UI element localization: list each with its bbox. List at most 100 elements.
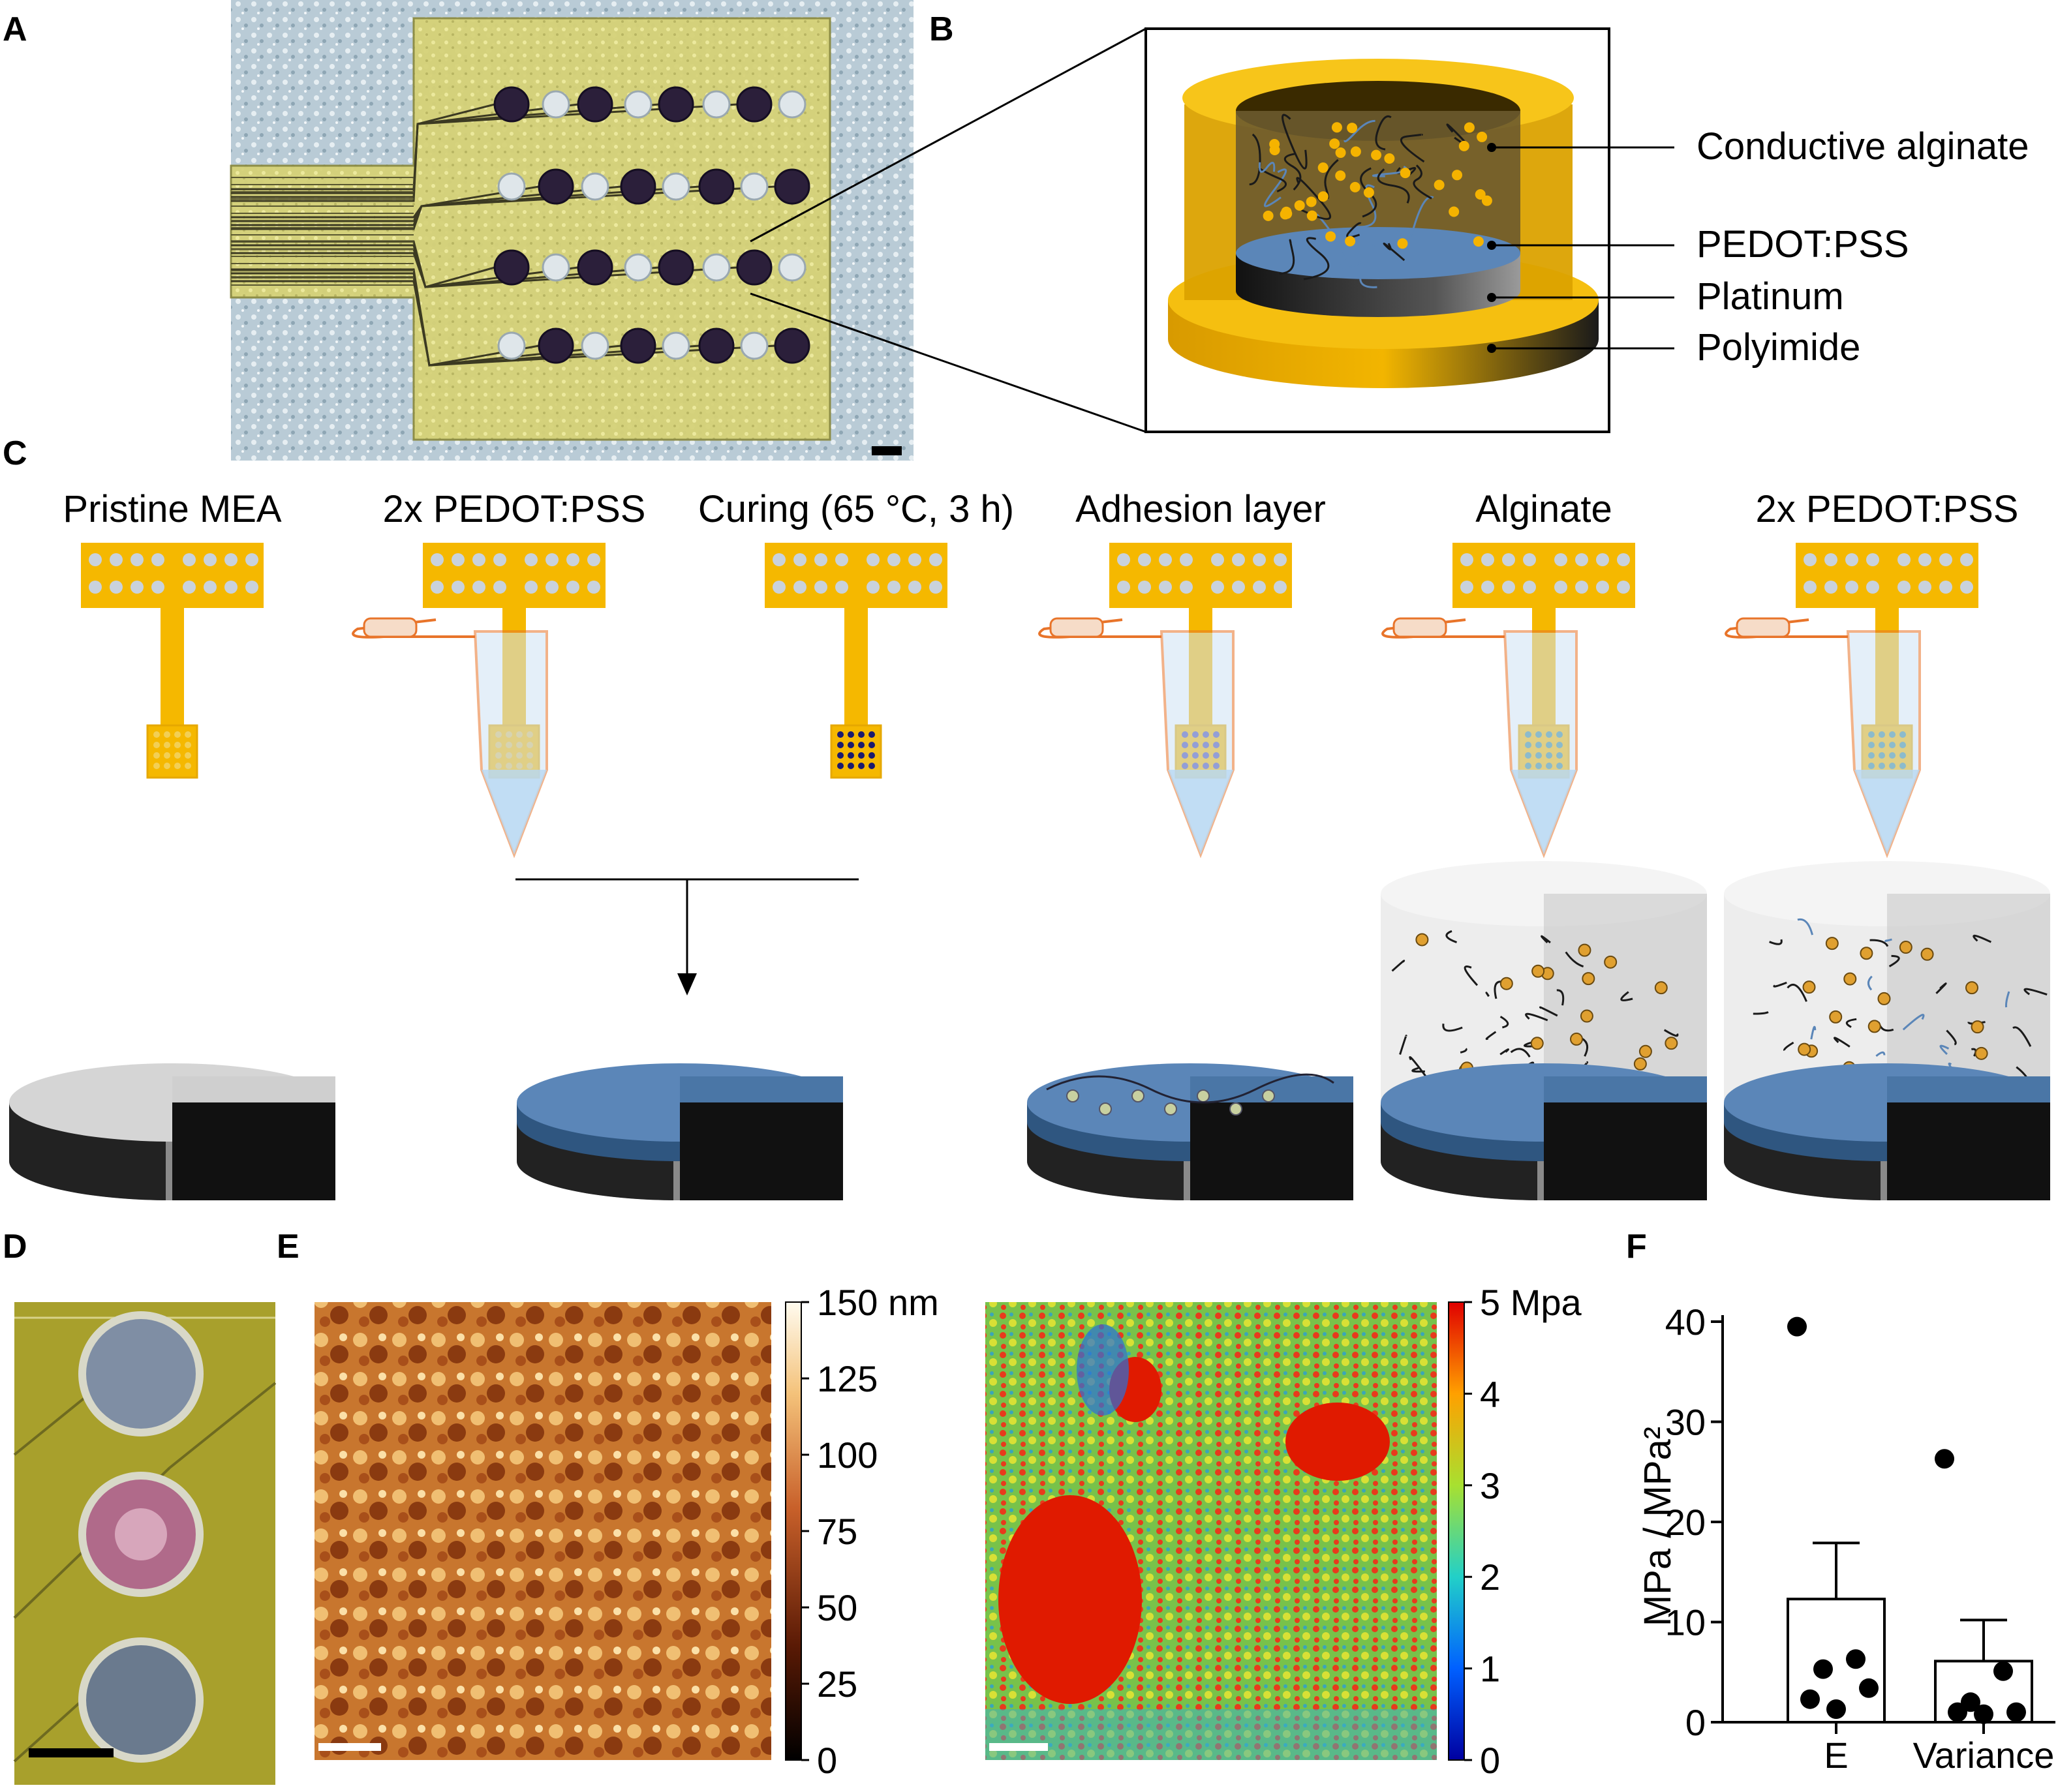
x-tick-label: E <box>1824 1735 1848 1776</box>
zoom-line <box>750 27 1146 243</box>
data-point <box>1813 1659 1833 1679</box>
electrode <box>581 331 609 360</box>
scale-bar <box>872 446 902 455</box>
data-point <box>1800 1689 1820 1709</box>
electrode <box>497 331 526 360</box>
y-tick-label: 40 <box>1665 1301 1706 1343</box>
electrode <box>620 168 656 205</box>
mea-device <box>1038 543 1292 858</box>
mea-device <box>352 543 606 858</box>
electrode <box>778 253 806 282</box>
panel-b-schematic: Conductive alginate PEDOT:PSS Platinum P… <box>1144 27 2029 433</box>
layer-disk <box>1380 861 1707 1200</box>
scale-bar <box>989 1743 1048 1751</box>
colorbar-tick-label: 4 <box>1480 1373 1500 1414</box>
panel-c-steps: Pristine MEA 2x PEDOT:PSS Curing (65 °C,… <box>8 488 2050 1200</box>
electrode <box>658 249 694 286</box>
colorbar-tick-label: 5 Mpa <box>1480 1282 1582 1323</box>
electrode <box>581 172 609 201</box>
electrode <box>774 168 810 205</box>
electrode <box>662 172 690 201</box>
colorbar-tick-label: 0 <box>1480 1740 1500 1781</box>
electrode <box>698 327 735 364</box>
data-point <box>1948 1702 1967 1722</box>
electrode <box>624 90 653 119</box>
afm-topography-map <box>315 1302 771 1760</box>
panel-label-b: B <box>929 10 954 48</box>
callout-pedot-pss: PEDOT:PSS <box>1697 223 1909 266</box>
electrode <box>620 327 656 364</box>
panel-label-c: C <box>3 434 27 472</box>
panel-a-micrograph <box>230 0 914 461</box>
electrode <box>577 249 613 286</box>
y-tick-label: 0 <box>1685 1702 1706 1743</box>
colorbar-tick-label: 100 <box>817 1435 878 1476</box>
electrode <box>493 249 530 286</box>
colorbar-tick-label: 1 <box>1480 1648 1500 1690</box>
data-point <box>1787 1316 1807 1337</box>
y-tick-label: 10 <box>1665 1602 1706 1643</box>
electrode <box>736 86 773 123</box>
data-point <box>1826 1699 1846 1720</box>
step-title: Curing (65 °C, 3 h) <box>698 488 1014 530</box>
colorbar-tick-label: 3 <box>1480 1465 1500 1506</box>
electrode <box>542 90 570 119</box>
colorbar-tick-label: 50 <box>817 1587 857 1628</box>
electrode <box>740 172 769 201</box>
data-point <box>1935 1449 1954 1469</box>
topography-colorbar <box>785 1301 802 1761</box>
electrode <box>740 331 769 360</box>
colorbar-tick-label: 75 <box>817 1511 857 1552</box>
electrode <box>774 327 810 364</box>
step-title: 2x PEDOT:PSS <box>1756 488 2019 530</box>
electrode <box>538 168 574 205</box>
scale-bar <box>318 1743 381 1751</box>
electrode <box>658 86 694 123</box>
electrode <box>624 253 653 282</box>
colorbar-tick-label: 2 <box>1480 1557 1500 1598</box>
electrode <box>542 253 570 282</box>
data-point <box>2006 1702 2026 1722</box>
y-axis-label: MPa / MPa² <box>1636 1427 1679 1626</box>
step-title: Alginate <box>1475 488 1612 530</box>
modulus-colorbar <box>1448 1301 1465 1761</box>
mea-device <box>765 543 947 779</box>
panel-label-d: D <box>3 1228 27 1266</box>
colorbar-tick-label: 0 <box>817 1740 837 1781</box>
electrode <box>778 90 806 119</box>
x-tick-label: Variance <box>1913 1735 2055 1776</box>
colorbar-tick-label: 25 <box>817 1663 857 1705</box>
y-tick-label: 20 <box>1665 1502 1706 1543</box>
step-title: Adhesion layer <box>1075 488 1326 530</box>
panel-label-f: F <box>1626 1228 1647 1266</box>
electrode <box>538 327 574 364</box>
scale-bar <box>29 1748 114 1757</box>
mea-device <box>1381 543 1635 858</box>
electrode <box>702 90 731 119</box>
electrode <box>698 168 735 205</box>
layer-disk <box>516 1063 843 1200</box>
panel-d-photo <box>13 1302 277 1785</box>
electrode <box>662 331 690 360</box>
electrode <box>493 86 530 123</box>
mea-device <box>81 543 264 779</box>
mea-device <box>1725 543 1978 858</box>
callout-platinum: Platinum <box>1697 275 1844 318</box>
arrow-head <box>677 973 697 995</box>
data-point <box>1846 1649 1866 1669</box>
electrode <box>577 86 613 123</box>
step-title: Pristine MEA <box>63 488 282 530</box>
layer-disk <box>1724 861 2050 1200</box>
layer-disk <box>1026 1063 1353 1200</box>
data-point <box>1974 1704 1993 1724</box>
panel-e-afm: 150 nm 125 100 75 50 25 0 5 Mpa 4 3 2 1 0 <box>315 1282 1582 1781</box>
colorbar-tick-label: 125 <box>817 1358 878 1399</box>
panel-label-e: E <box>277 1228 299 1266</box>
data-point <box>1859 1678 1879 1698</box>
electrode <box>736 249 773 286</box>
colorbar-tick-label: 150 nm <box>817 1282 939 1323</box>
layer-disk <box>8 1063 335 1200</box>
callout-conductive-alginate: Conductive alginate <box>1697 125 2029 168</box>
